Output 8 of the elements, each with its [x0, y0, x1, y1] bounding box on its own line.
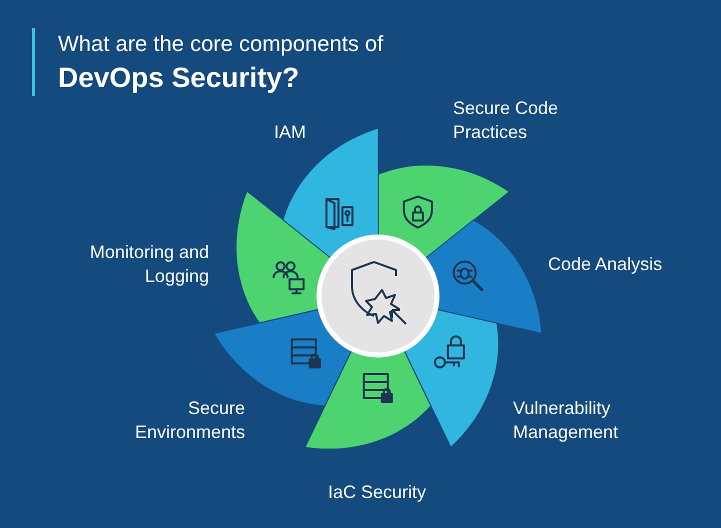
segment-label: Secure Environments: [134, 397, 245, 444]
segment-label: Secure Code Practices: [453, 97, 560, 144]
title: What are the core components of DevOps Security?: [58, 30, 384, 94]
segment-label: Vulnerability Management: [513, 397, 620, 444]
segment-label: Monitoring and Logging: [88, 240, 209, 288]
segment-label: IaC Security: [326, 481, 428, 504]
segment-label: Code Analysis: [548, 252, 664, 276]
segment-label: IAM: [272, 121, 307, 144]
